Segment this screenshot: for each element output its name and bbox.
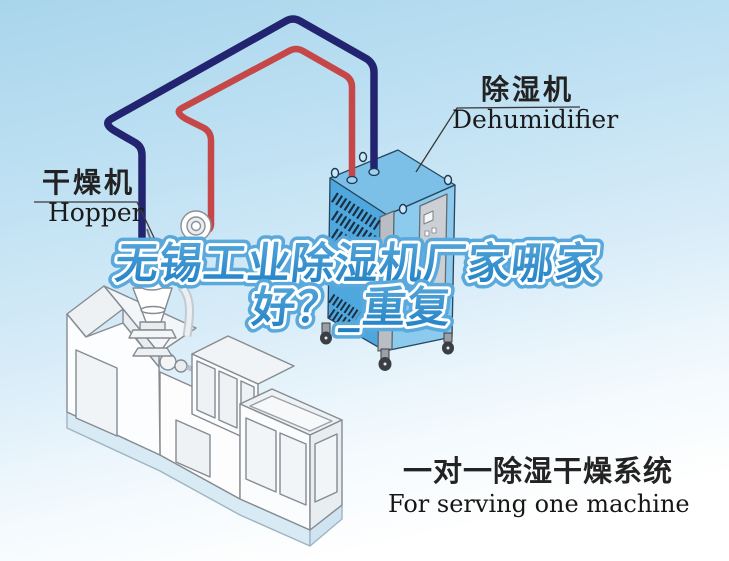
panel-slot (423, 237, 438, 254)
dome-probe (146, 228, 151, 239)
return-pipe-collar (346, 175, 358, 185)
clamp-window-2 (279, 432, 307, 506)
vent-slats (328, 192, 384, 336)
dehumidifier-label-zh: 除湿机 (481, 73, 575, 106)
supply-pipe (104, 15, 378, 254)
guard-window-1 (196, 360, 216, 419)
hopper-base-pad (132, 347, 173, 357)
headline-line1: 无锡工业除湿机厂家哪家 (113, 239, 602, 289)
clamp-side-window (314, 433, 338, 503)
lifting-eyelets (330, 151, 453, 215)
caption-zh: 一对一除湿干燥系统 (402, 454, 673, 488)
hopper-cone-ring (140, 305, 166, 315)
dehumidifier-corner-strip (377, 210, 395, 352)
panel-button-1 (424, 230, 430, 237)
hopper-rear-duct-core (179, 284, 192, 337)
leader-line-hopper (34, 201, 159, 247)
leader-line-dehumidifier (415, 106, 581, 173)
headline-line2: 好？_重复 (249, 283, 454, 333)
machine-mid-window (175, 419, 211, 478)
headline-line1-edge: 无锡工业除湿机厂家哪家 (113, 239, 602, 289)
dome-highlight (131, 238, 151, 255)
panel-display (423, 210, 434, 225)
panel-button-2 (431, 227, 437, 234)
hopper-flange (139, 321, 166, 331)
hopper-dome-group (125, 210, 212, 291)
hopper-label-zh: 干燥机 (42, 166, 136, 199)
extruder-machine-icon (66, 282, 343, 547)
headline-line2-edge: 好？_重复 (249, 283, 454, 333)
clamp-top-recess (249, 395, 333, 432)
hopper-mount-plate (128, 329, 177, 339)
hopper-dome (125, 237, 179, 291)
dehumidifier-label-en: Dehumidifier (452, 105, 619, 134)
machine-left-door (75, 349, 118, 437)
return-pipe (175, 45, 356, 235)
hopper-label-en: Hopper (48, 198, 144, 227)
headline-group: 无锡工业除湿机厂家哪家 无锡工业除湿机厂家哪家 好？_重复 好？_重复 (106, 233, 608, 340)
nozzle-cylinder-2 (174, 359, 188, 373)
control-panel-door (417, 193, 448, 312)
guard-window-2 (218, 370, 238, 429)
blower-hub (190, 220, 202, 232)
caption-en: For serving one machine (388, 490, 690, 518)
dehumidifier-machine-icon (320, 149, 456, 371)
clamp-window-1 (245, 417, 277, 493)
supply-pipe-collar (368, 167, 380, 177)
caster-wheels (320, 322, 454, 371)
